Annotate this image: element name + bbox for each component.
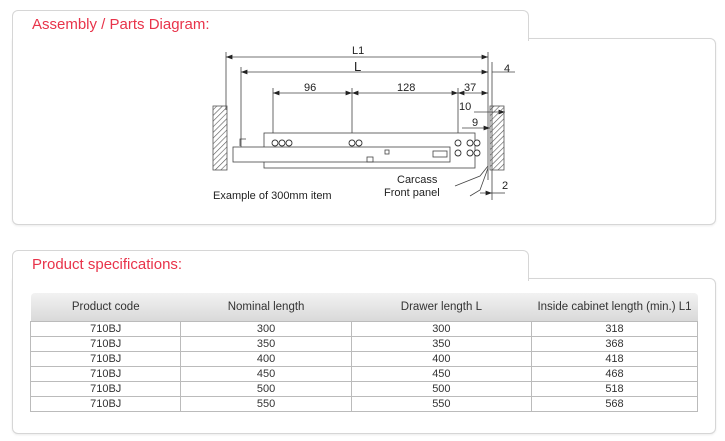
header-nominal-length: Nominal length (180, 293, 352, 322)
label-10: 10 (459, 101, 471, 113)
label-carcass: Carcass (397, 174, 438, 186)
parts-diagram: L1 L 96 128 37 4 10 9 2 Carcass Front pa… (212, 45, 515, 202)
cell-inside-cabinet-length: 418 (531, 351, 698, 367)
cell-product-code: 710BJ (29, 336, 182, 352)
label-2: 2 (502, 180, 508, 192)
cell-nominal-length: 300 (180, 321, 352, 337)
cell-nominal-length: 550 (180, 396, 352, 412)
cell-drawer-length: 500 (350, 381, 533, 397)
assembly-tab (12, 10, 529, 41)
cell-inside-cabinet-length: 468 (531, 366, 698, 382)
label-9: 9 (472, 117, 478, 129)
label-37: 37 (464, 82, 476, 94)
header-inside-cabinet-length: Inside cabinet length (min.) L1 (531, 293, 698, 322)
label-l: L (354, 59, 361, 74)
table-header-row: Product code Nominal length Drawer lengt… (30, 293, 698, 322)
header-product-code: Product code (30, 293, 181, 322)
label-128: 128 (397, 82, 415, 94)
cell-nominal-length: 450 (180, 366, 352, 382)
assembly-body (12, 38, 716, 225)
cell-product-code: 710BJ (29, 321, 182, 337)
cell-inside-cabinet-length: 518 (531, 381, 698, 397)
cell-inside-cabinet-length: 318 (531, 321, 698, 337)
cell-nominal-length: 400 (180, 351, 352, 367)
cell-nominal-length: 350 (180, 336, 352, 352)
cell-drawer-length: 350 (350, 336, 533, 352)
cell-product-code: 710BJ (29, 366, 182, 382)
assembly-title: Assembly / Parts Diagram: (32, 16, 210, 33)
cell-drawer-length: 300 (350, 321, 533, 337)
diagram-caption: Example of 300mm item (213, 190, 332, 202)
header-drawer-length: Drawer length L (351, 293, 532, 322)
cell-drawer-length: 550 (350, 396, 533, 412)
cell-product-code: 710BJ (29, 381, 182, 397)
label-4: 4 (504, 63, 510, 75)
label-96: 96 (304, 82, 316, 94)
specs-table: Product code Nominal length Drawer lengt… (29, 293, 698, 412)
cell-product-code: 710BJ (29, 351, 182, 367)
cell-inside-cabinet-length: 368 (531, 336, 698, 352)
cell-drawer-length: 450 (350, 366, 533, 382)
label-front-panel: Front panel (384, 187, 440, 199)
cell-drawer-length: 400 (350, 351, 533, 367)
label-l1: L1 (352, 45, 364, 57)
cell-inside-cabinet-length: 568 (531, 396, 698, 412)
cell-nominal-length: 500 (180, 381, 352, 397)
assembly-panel: Assembly / Parts Diagram: (12, 10, 716, 225)
specs-tab (12, 250, 529, 281)
specs-title: Product specifications: (32, 256, 183, 273)
cell-product-code: 710BJ (29, 396, 182, 412)
